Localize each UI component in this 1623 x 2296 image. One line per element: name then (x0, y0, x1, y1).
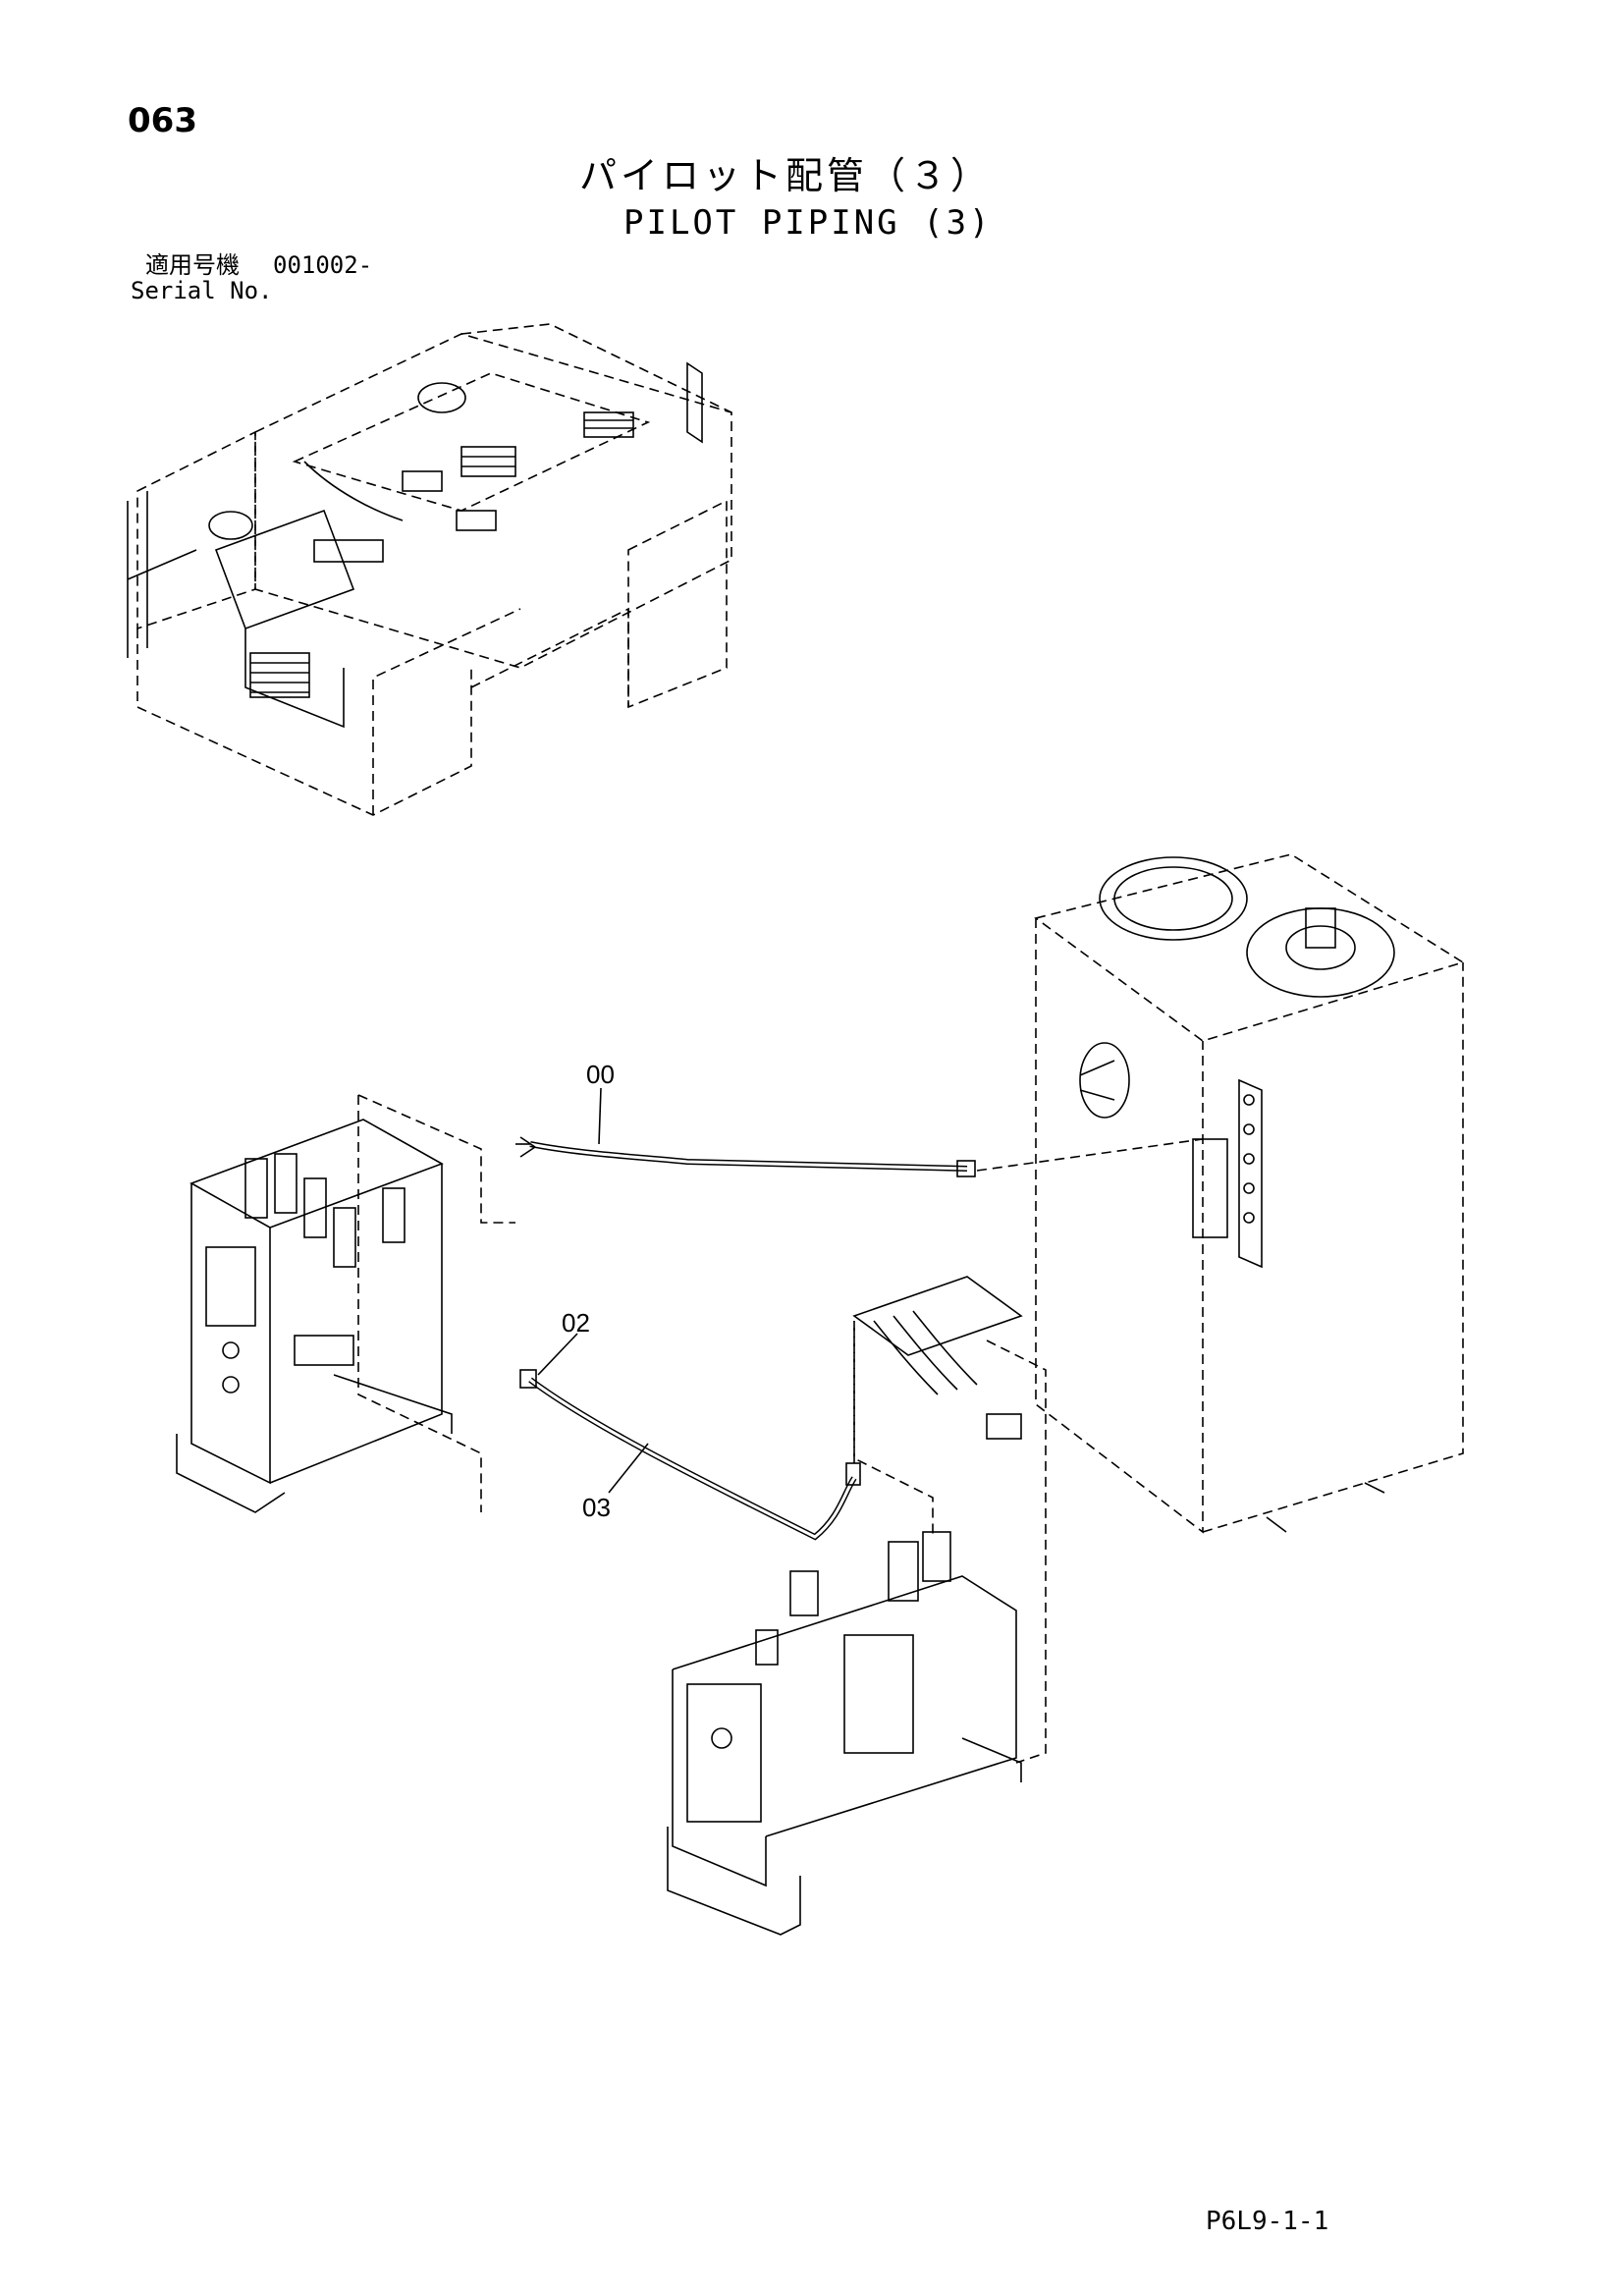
callout-02: 02 (562, 1308, 590, 1338)
serial-number: 001002- (273, 251, 373, 279)
page-title-japanese: パイロット配管（３） (579, 154, 993, 197)
drawing-code: P6L9-1-1 (1206, 2207, 1329, 2236)
page-title-english: PILOT PIPING (3) (623, 203, 993, 243)
page-number: 063 (128, 101, 197, 140)
left-valve-block-illustration (176, 1094, 515, 1513)
hydraulic-tank-illustration (1034, 853, 1465, 1534)
pilot-hose-00 (515, 1136, 1204, 1177)
serial-label-english: Serial No. (131, 277, 273, 304)
leader-line-00 (598, 1087, 602, 1145)
leader-line-03 (608, 1443, 649, 1494)
callout-00: 00 (586, 1060, 615, 1089)
pilot-hose-03 (519, 1321, 861, 1541)
callout-03: 03 (582, 1493, 611, 1522)
leader-line-02 (537, 1333, 578, 1376)
machine-overview-illustration (127, 323, 732, 816)
pilot-valve-block-illustration (667, 1276, 1047, 1936)
serial-label-japanese: 適用号機 (145, 251, 240, 279)
